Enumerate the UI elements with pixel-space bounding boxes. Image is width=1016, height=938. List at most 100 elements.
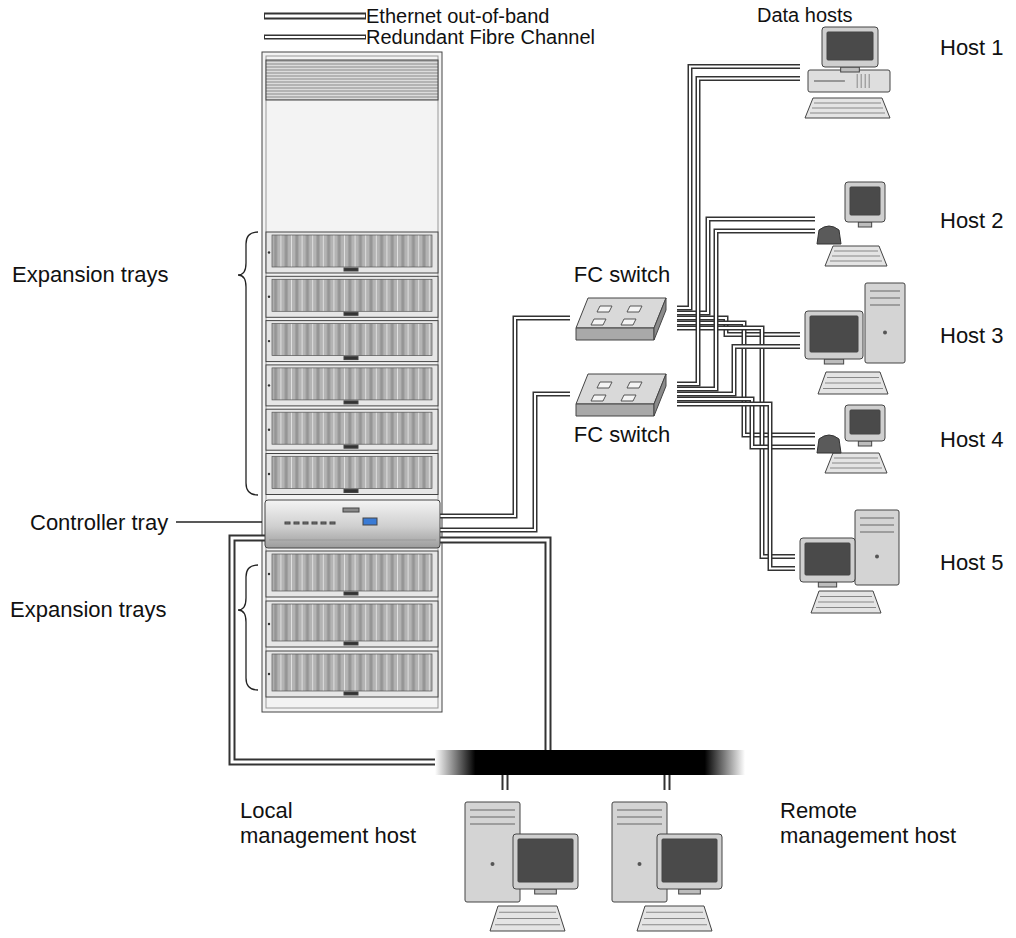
monitor <box>800 538 855 582</box>
switch-side <box>654 374 666 416</box>
switch-arrow-symbol <box>621 319 636 325</box>
switch-front <box>576 404 654 416</box>
tray-handle <box>344 642 358 645</box>
tray-led <box>268 296 270 298</box>
cable-connector <box>677 231 815 389</box>
switch-side <box>654 298 666 340</box>
legend-line-outer <box>264 12 366 19</box>
node-label: Host 2 <box>940 208 1004 233</box>
cable-connector <box>677 347 800 395</box>
cable-inner <box>677 347 800 395</box>
legend-line-inner <box>265 14 365 17</box>
drive-bays <box>272 368 432 400</box>
cable-connector <box>440 394 570 530</box>
keyboard <box>805 98 890 118</box>
tower-case <box>855 510 899 585</box>
computer-icon <box>815 405 890 477</box>
key-row <box>830 468 882 469</box>
drive-bays <box>272 324 432 356</box>
tray-chassis <box>266 276 438 317</box>
key-row <box>812 108 883 109</box>
tray-chassis <box>266 601 438 647</box>
tray-handle <box>344 490 358 493</box>
fc-switch: FC switch <box>570 262 677 346</box>
power-button <box>883 331 887 335</box>
host-computer: Host 4 <box>815 405 1007 477</box>
tray-handle <box>344 692 358 695</box>
management-host: Remote management host <box>612 790 963 935</box>
bracket-label: Expansion trays <box>10 597 167 622</box>
host-computer: Host 3 <box>800 283 1007 398</box>
drive-slot <box>860 532 894 533</box>
monitor <box>845 405 885 441</box>
switch-arrow-symbol <box>597 306 612 312</box>
node-label: Remote management host <box>780 798 960 849</box>
keyboard <box>825 453 887 473</box>
tray-chassis <box>266 365 438 406</box>
tray-chassis <box>266 551 438 597</box>
switch-icon <box>570 366 674 422</box>
controller-tray-icon <box>265 500 440 548</box>
power-button <box>638 862 642 866</box>
key-row <box>646 912 703 913</box>
key-row <box>832 463 880 464</box>
computer-icon <box>800 283 910 398</box>
key-row <box>823 388 883 389</box>
key-row <box>644 918 705 919</box>
node-label: Controller tray <box>30 510 168 535</box>
host-computer: Host 2 <box>815 180 1007 270</box>
cable-inner <box>677 231 815 389</box>
monitor-stand <box>858 222 871 227</box>
leader-line <box>176 521 262 522</box>
host-computer: Host 1 <box>800 25 1007 120</box>
tray-led <box>268 340 270 342</box>
tray-led <box>268 251 270 253</box>
legend-text: Redundant Fibre Channel <box>366 27 595 47</box>
monitor <box>805 311 863 359</box>
switch-arrow-symbol <box>627 382 642 388</box>
tray-led <box>268 623 270 625</box>
node-label: FC switch <box>570 262 674 287</box>
monitor-stand <box>858 441 871 446</box>
cable-inner <box>677 404 795 569</box>
expansion-tray <box>266 454 438 495</box>
cable-connector <box>677 404 795 569</box>
monitor-stand <box>535 889 557 894</box>
expansion-tray <box>266 409 438 450</box>
tray-led <box>268 573 270 575</box>
keyboard <box>637 906 712 931</box>
drive-slot <box>814 80 845 81</box>
key-row <box>495 924 560 925</box>
node-label: Host 1 <box>940 35 1004 60</box>
switch-arrow-symbol <box>627 306 642 312</box>
keyboard <box>825 246 887 266</box>
key-row <box>810 113 885 114</box>
tray-logo <box>343 508 359 512</box>
rack-frame <box>262 52 442 712</box>
drive-slot <box>617 817 662 818</box>
drive-slot <box>870 298 900 299</box>
vent-slot <box>857 74 858 88</box>
monitor <box>845 182 885 222</box>
drive-bays <box>272 235 432 267</box>
drive-bays <box>272 279 432 311</box>
key-row <box>825 383 881 384</box>
monitor-screen <box>810 316 858 352</box>
switch-arrow-symbol <box>591 395 606 401</box>
key-row <box>830 261 882 262</box>
telephone <box>817 226 841 244</box>
key-row <box>814 103 881 104</box>
tray-led <box>268 384 270 386</box>
legend-text: Ethernet out-of-band <box>366 6 549 26</box>
indicator-led <box>303 522 308 524</box>
monitor <box>657 834 722 889</box>
expansion-bracket <box>238 232 258 495</box>
indicator-led <box>321 522 326 524</box>
tray-chassis <box>266 321 438 362</box>
vent-slot <box>869 74 870 88</box>
tray-rail <box>269 540 436 541</box>
indicator-led <box>294 522 299 524</box>
keyboard <box>490 906 565 931</box>
